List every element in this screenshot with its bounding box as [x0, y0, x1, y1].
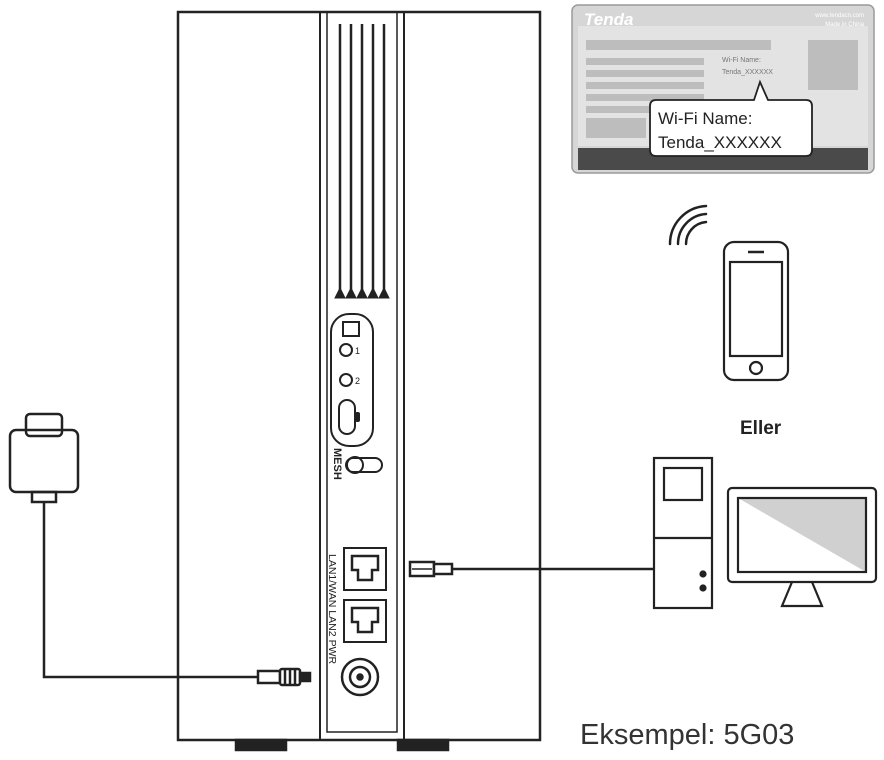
lan2-label: LAN2 [326, 610, 338, 636]
desktop-monitor [726, 486, 878, 608]
router [176, 10, 542, 752]
lan2-port [343, 599, 387, 643]
power-adapter [8, 412, 312, 687]
ssid-callout [649, 79, 813, 157]
label-small-ssid-value: Tenda_XXXXXX [722, 69, 773, 76]
callout-value: Tenda_XXXXXX [658, 133, 782, 152]
smartphone [722, 240, 790, 382]
mesh-button [345, 456, 383, 474]
label-url: www.tendacn.com [814, 13, 864, 19]
router-body [176, 10, 542, 742]
pwr-label: PWR [326, 640, 338, 665]
power-cable [42, 502, 258, 679]
power-port [340, 657, 380, 697]
callout-title: Wi-Fi Name: [658, 109, 752, 128]
router-vents [338, 24, 386, 290]
wifi-signal-icon [668, 204, 708, 246]
wifi-24-button [339, 343, 353, 357]
router-foot-left [234, 738, 288, 752]
wifi-5-button [339, 373, 353, 387]
desktop-tower [652, 456, 714, 610]
led-indicator [342, 321, 360, 337]
power-plug [256, 667, 312, 687]
ports-label: LAN1/WAN LAN2PWR [326, 554, 338, 664]
lan1-wan-port [343, 547, 387, 591]
lan1-label: LAN1/WAN [326, 554, 338, 607]
router-center-inner [326, 11, 398, 733]
ethernet-cable [408, 560, 654, 578]
label-small-ssid-title: Wi-Fi Name: [722, 57, 761, 64]
router-button-panel [330, 313, 374, 447]
wifi-24-mark: 1 [355, 346, 360, 356]
label-made-in: Made in China [825, 22, 864, 28]
label-brand: Tenda [584, 10, 633, 29]
wifi-5-mark: 2 [355, 376, 360, 386]
or-label: Eller [740, 418, 782, 439]
example-caption: Eksempel: 5G03 [580, 719, 794, 751]
router-foot-right [396, 738, 450, 752]
mesh-label: MESH [331, 448, 343, 480]
